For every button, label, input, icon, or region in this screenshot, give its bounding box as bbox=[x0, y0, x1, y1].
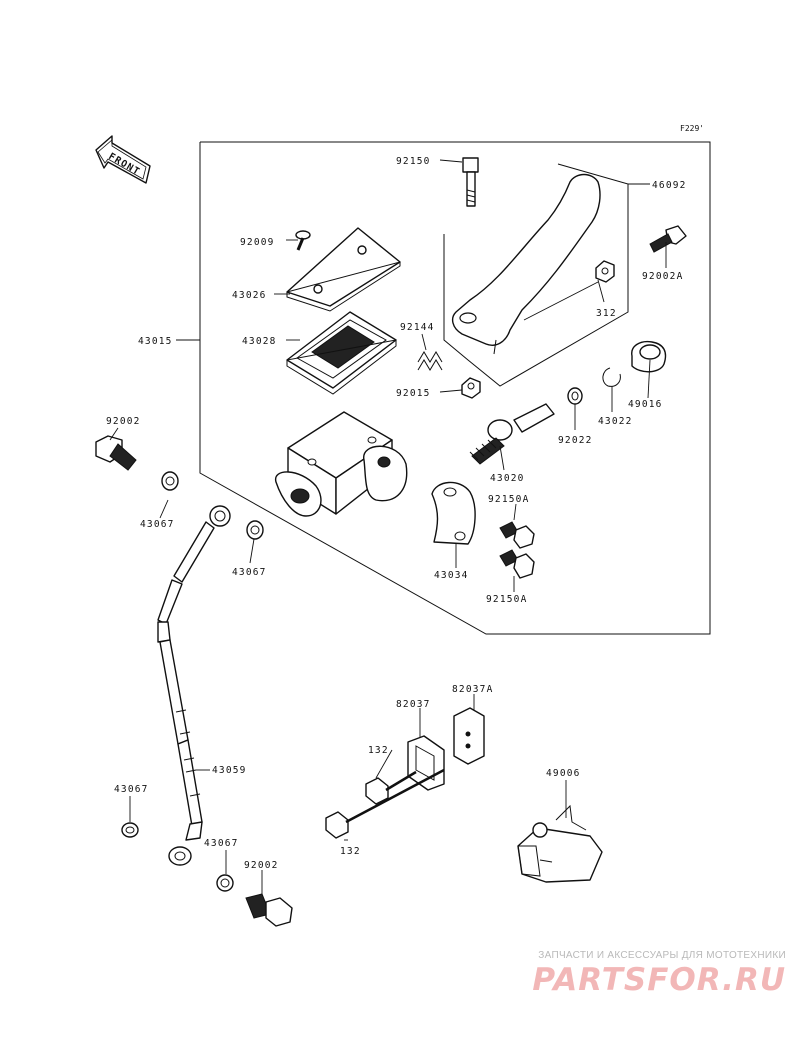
master-cylinder-body bbox=[275, 411, 408, 517]
bolt-92150A-lower bbox=[499, 549, 535, 579]
part-label-82037: 82037 bbox=[396, 699, 431, 710]
part-label-312: 312 bbox=[596, 308, 617, 319]
washer-92022 bbox=[567, 387, 583, 405]
washer-43067-b bbox=[246, 520, 264, 540]
part-label-132-upper: 132 bbox=[368, 745, 389, 756]
bolt-132-lower bbox=[325, 768, 445, 839]
part-label-92150A-lower: 92150A bbox=[486, 594, 528, 605]
part-label-92150A-upper: 92150A bbox=[488, 494, 530, 505]
figure-code: F229' bbox=[680, 124, 704, 133]
part-label-43022: 43022 bbox=[598, 416, 633, 427]
part-label-46092: 46092 bbox=[652, 180, 687, 191]
part-label-43034: 43034 bbox=[434, 570, 469, 581]
part-label-92150: 92150 bbox=[396, 156, 431, 167]
spring-92144 bbox=[417, 351, 443, 371]
part-label-82037A: 82037A bbox=[452, 684, 494, 695]
part-label-49006: 49006 bbox=[546, 768, 581, 779]
part-label-43028: 43028 bbox=[242, 336, 277, 347]
brake-hose-43059 bbox=[157, 505, 231, 866]
part-label-92022: 92022 bbox=[558, 435, 593, 446]
part-label-43015: 43015 bbox=[138, 336, 173, 347]
part-label-43067-c: 43067 bbox=[114, 784, 149, 795]
part-label-43020: 43020 bbox=[490, 473, 525, 484]
reservoir-cap-43026 bbox=[286, 227, 401, 312]
leader-lines bbox=[109, 159, 667, 894]
bolt-132-upper bbox=[365, 770, 417, 805]
pivot-bolt-92150 bbox=[462, 157, 479, 207]
part-label-43067-a: 43067 bbox=[140, 519, 175, 530]
nut-92015 bbox=[461, 377, 481, 399]
clamp-43034 bbox=[431, 481, 476, 545]
part-label-92002A: 92002A bbox=[642, 271, 684, 282]
brake-lever-46092 bbox=[451, 173, 601, 355]
circlip-43022 bbox=[602, 367, 621, 387]
screw-92009 bbox=[295, 230, 311, 251]
watermark-logo: PARTSFOR.RU bbox=[532, 962, 786, 998]
washer-43067-c bbox=[121, 822, 139, 838]
washer-43067-a bbox=[161, 471, 179, 491]
piston-kit-43020 bbox=[469, 403, 555, 465]
part-label-43067-b: 43067 bbox=[232, 567, 267, 578]
part-label-92015: 92015 bbox=[396, 388, 431, 399]
bracket-82037A bbox=[453, 707, 485, 765]
front-arrow-icon: FRONT bbox=[95, 135, 151, 184]
banjo-bolt-92002-lower bbox=[245, 893, 293, 927]
nut-312 bbox=[595, 260, 615, 283]
bolt-92150A-upper bbox=[499, 521, 535, 549]
banjo-bolt-92002-upper bbox=[95, 435, 137, 471]
part-label-49016: 49016 bbox=[628, 399, 663, 410]
part-label-43059: 43059 bbox=[212, 765, 247, 776]
part-label-92002-upper: 92002 bbox=[106, 416, 141, 427]
watermark-tagline: ЗАПЧАСТИ И АКСЕССУАРЫ ДЛЯ МОТОТЕХНИКИ bbox=[538, 950, 786, 961]
part-label-132-lower: 132 bbox=[340, 846, 361, 857]
bracket-82037 bbox=[407, 735, 445, 791]
part-label-43067-d: 43067 bbox=[204, 838, 239, 849]
washer-43067-d bbox=[216, 874, 234, 892]
diaphragm-43028 bbox=[286, 311, 397, 395]
part-label-92144: 92144 bbox=[400, 322, 435, 333]
assembly-43015-outline bbox=[199, 141, 711, 635]
part-label-92002-lower: 92002 bbox=[244, 860, 279, 871]
dust-boot-49016 bbox=[631, 340, 667, 373]
bolt-92002A bbox=[649, 225, 687, 253]
brake-switch-49006 bbox=[517, 804, 603, 883]
part-label-92009: 92009 bbox=[240, 237, 275, 248]
part-label-43026: 43026 bbox=[232, 290, 267, 301]
